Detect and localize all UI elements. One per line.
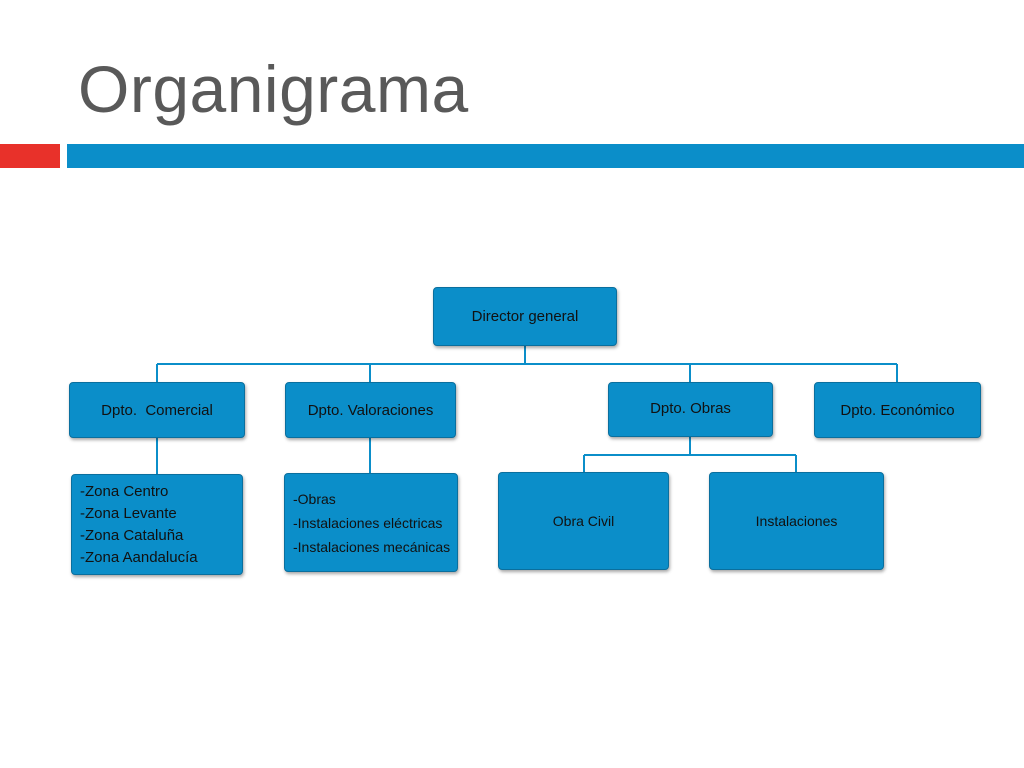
accent-bar-blue <box>67 144 1024 168</box>
list-item: -Obras <box>293 490 336 507</box>
node-label: Obra Civil <box>552 513 615 529</box>
node-label: Dpto. Comercial <box>101 401 213 419</box>
node-obra-civil: Obra Civil <box>498 472 669 570</box>
list-item: -Zona Aandalucía <box>80 548 198 566</box>
node-instalaciones: Instalaciones <box>709 472 884 570</box>
list-item: -Zona Cataluña <box>80 526 184 544</box>
list-item: -Instalaciones eléctricas <box>293 514 443 531</box>
node-label: Dpto. Valoraciones <box>307 401 434 419</box>
node-dpto-valoraciones: Dpto. Valoraciones <box>285 382 456 438</box>
accent-bar-red <box>0 144 60 168</box>
node-label: Dpto. Obras <box>650 400 731 417</box>
node-dpto-comercial: Dpto. Comercial <box>69 382 245 438</box>
node-director-general: Director general <box>433 287 617 346</box>
zone-list: -Zona Centro -Zona Levante -Zona Cataluñ… <box>80 481 198 569</box>
node-dpto-economico: Dpto. Económico <box>814 382 981 438</box>
list-item: -Instalaciones mecánicas <box>293 538 451 555</box>
node-label: Instalaciones <box>755 513 838 529</box>
list-item: -Zona Centro <box>80 482 169 500</box>
node-valoraciones-items: -Obras -Instalaciones eléctricas -Instal… <box>284 473 458 572</box>
node-label: Director general <box>471 308 579 325</box>
slide-title: Organigrama <box>78 52 469 126</box>
node-comercial-zones: -Zona Centro -Zona Levante -Zona Cataluñ… <box>71 474 243 575</box>
node-dpto-obras: Dpto. Obras <box>608 382 773 437</box>
list-item: -Zona Levante <box>80 504 177 522</box>
node-label: Dpto. Económico <box>840 401 955 419</box>
valoraciones-list: -Obras -Instalaciones eléctricas -Instal… <box>293 487 450 559</box>
